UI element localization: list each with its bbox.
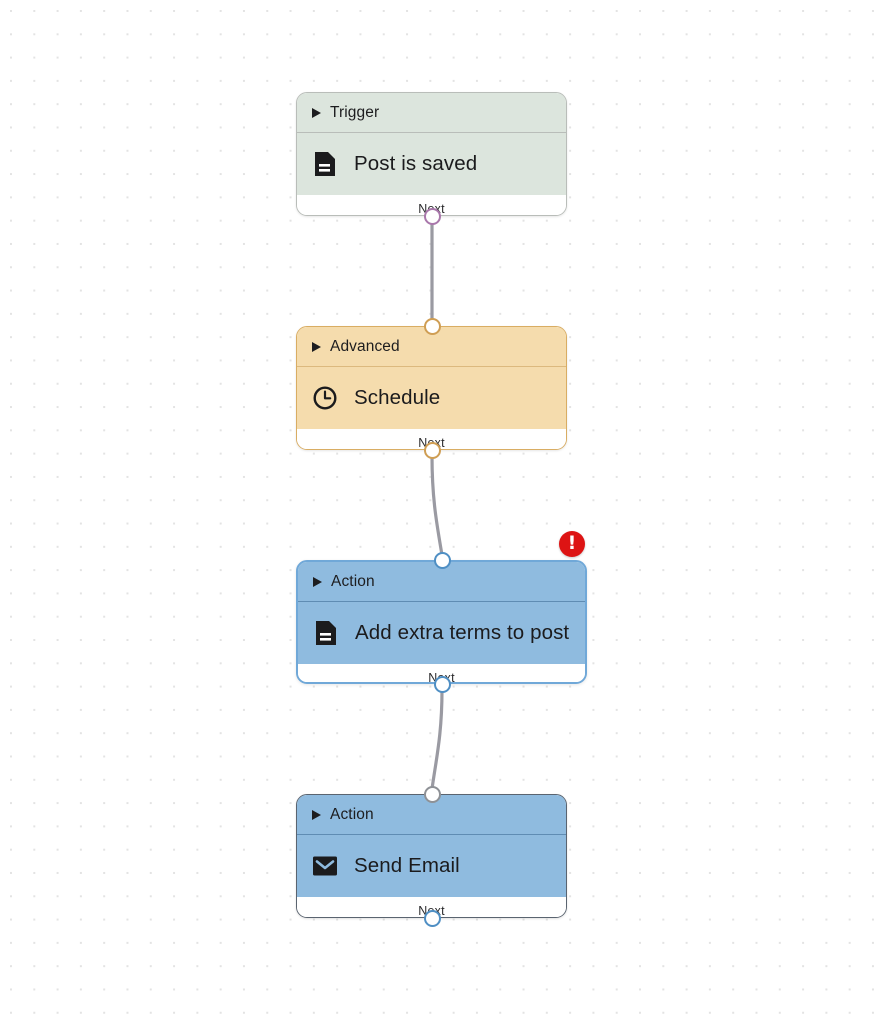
document-icon bbox=[312, 151, 338, 177]
node-category-label: Advanced bbox=[330, 337, 400, 355]
action-terms-input-port[interactable] bbox=[433, 551, 451, 569]
advanced-output-port[interactable] bbox=[423, 441, 441, 459]
trigger-output-port[interactable] bbox=[423, 207, 441, 225]
document-icon bbox=[313, 620, 339, 646]
exclamation-icon: ! bbox=[567, 532, 577, 554]
wire-action-to-sendemail bbox=[430, 688, 444, 791]
node-body-trigger: Post is saved bbox=[297, 133, 566, 195]
node-header-advanced[interactable]: Advanced bbox=[297, 327, 566, 367]
node-body-action: Add extra terms to post bbox=[298, 602, 585, 664]
node-title-label: Schedule bbox=[354, 386, 441, 409]
node-header-trigger[interactable]: Trigger bbox=[297, 93, 566, 133]
node-action-add-extra-terms-to-post[interactable]: Action Add extra terms to post Next bbox=[296, 560, 587, 684]
node-category-label: Action bbox=[330, 805, 374, 823]
action-email-output-port[interactable] bbox=[423, 909, 441, 927]
wire-advanced-to-action bbox=[430, 454, 444, 557]
node-category-label: Action bbox=[331, 572, 375, 590]
clock-icon bbox=[312, 385, 338, 411]
node-advanced-schedule[interactable]: Advanced Schedule Next bbox=[296, 326, 567, 450]
error-badge[interactable]: ! bbox=[559, 531, 585, 557]
action-email-input-port[interactable] bbox=[423, 785, 441, 803]
node-category-label: Trigger bbox=[330, 103, 380, 121]
node-action-send-email[interactable]: Action Send Email Next bbox=[296, 794, 567, 918]
node-title-label: Post is saved bbox=[354, 152, 478, 175]
advanced-input-port[interactable] bbox=[423, 317, 441, 335]
disclosure-triangle-icon[interactable] bbox=[312, 809, 321, 820]
node-body-advanced: Schedule bbox=[297, 367, 566, 429]
disclosure-triangle-icon[interactable] bbox=[313, 576, 322, 587]
node-body-action: Send Email bbox=[297, 835, 566, 897]
action-terms-output-port[interactable] bbox=[433, 675, 451, 693]
node-title-label: Add extra terms to post bbox=[355, 621, 570, 644]
node-trigger-post-is-saved[interactable]: Trigger Post is saved Next bbox=[296, 92, 567, 216]
node-header-action[interactable]: Action bbox=[298, 562, 585, 602]
disclosure-triangle-icon[interactable] bbox=[312, 341, 321, 352]
node-title-label: Send Email bbox=[354, 854, 460, 877]
disclosure-triangle-icon[interactable] bbox=[312, 107, 321, 118]
envelope-icon bbox=[312, 853, 338, 879]
